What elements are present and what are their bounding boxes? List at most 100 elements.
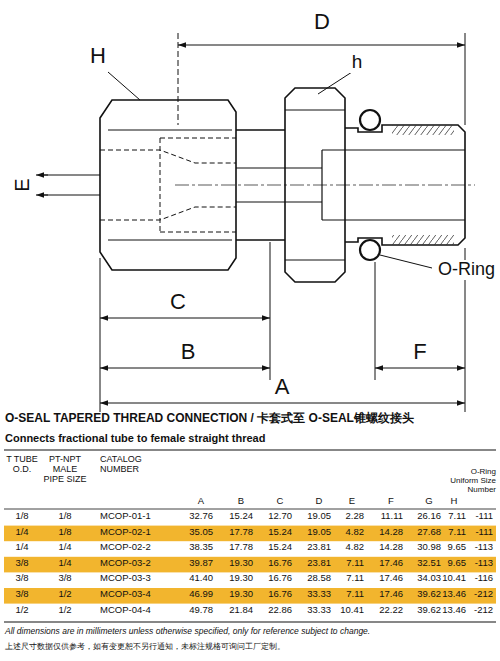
table-cell: 15.24 [268,527,292,537]
table-cell: 1/8 [58,527,71,537]
part-label: h [350,52,365,73]
table-cell: 17.46 [379,589,403,599]
table-cell: 9.65 [448,542,467,552]
table-cell: -111 [475,527,493,537]
table-header: CATALOG NUMBER [100,455,152,475]
table-cell: 10.41 [442,573,466,583]
table-cell: -212 [474,589,493,599]
table-cell: 17.46 [379,558,403,568]
table-cell: 14.28 [379,542,403,552]
table-cell: 7.11 [346,573,364,583]
table-cell: 39.62 [417,605,441,615]
part-label: O-Ring [436,260,497,280]
table-cell: 1/4 [58,542,71,552]
table-cell: 7.11 [346,589,364,599]
table-cell: 1/2 [58,605,71,615]
table-cell: MCOP-02-1 [100,527,151,537]
table-cell: 1/8 [15,511,28,521]
dimension-label: B [179,340,198,364]
table-cell: 19.30 [229,573,253,583]
table-cell: 16.76 [268,573,292,583]
table-cell: 7.11 [346,558,364,568]
table-cell: 7.11 [448,527,466,537]
table-cell: 21.84 [229,605,253,615]
table-header: E [349,496,355,506]
table-cell: 46.99 [189,589,213,599]
table-cell: MCOP-03-2 [100,558,151,568]
table-cell: 14.28 [379,527,403,537]
table-cell: -116 [475,573,493,583]
table-cell: 35.05 [189,527,213,537]
table-cell: 9.65 [448,558,467,568]
dimension-label: D [312,10,332,34]
row-highlight [4,526,496,604]
table-header: B [238,496,244,506]
table-cell: MCOP-03-3 [100,573,151,583]
table-cell: -111 [475,511,493,521]
table-cell: 41.40 [189,573,213,583]
footnote: All dimensions are in millimeters unless… [5,627,370,636]
part-label: H [88,44,108,68]
table-cell: 1/2 [15,605,28,615]
fitting-outline [40,88,475,282]
table-cell: 28.58 [307,573,331,583]
table-cell: MCOP-01-1 [100,511,151,521]
table-cell: -113 [475,558,493,568]
table-cell: MCOP-02-2 [100,542,151,552]
dimension-label: C [168,290,188,314]
table-cell: 30.98 [417,542,441,552]
table-header: A [198,496,204,506]
table-cell: 1/4 [15,542,28,552]
table-cell: 22.22 [379,605,403,615]
table-cell: 7.11 [448,511,466,521]
table-cell: 4.82 [346,542,365,552]
table-cell: 19.05 [307,527,331,537]
table-cell: 38.35 [189,542,213,552]
table-cell: -212 [474,605,493,615]
table-cell: 13.46 [442,589,466,599]
table-cell: MCOP-03-4 [100,589,151,599]
table-cell: 15.24 [268,542,292,552]
table-cell: MCOP-04-4 [100,605,151,615]
table-cell: 3/8 [15,589,28,599]
table-header: C [277,496,284,506]
table-cell: 11.11 [381,511,403,521]
table-header: T TUBE O.D. [4,455,40,475]
table-rules [4,450,496,622]
table-cell: 17.78 [229,527,253,537]
table-cell: 13.46 [442,605,466,615]
table-cell: 16.76 [268,589,292,599]
table-cell: 23.81 [307,558,331,568]
table-cell: 1/2 [58,589,71,599]
table-cell: 1/8 [58,511,71,521]
table-cell: 33.33 [307,589,331,599]
table-cell: 19.30 [229,589,253,599]
table-cell: 3/8 [15,573,28,583]
table-cell: -113 [475,542,493,552]
table-cell: 12.70 [268,511,292,521]
table-cell: 32.76 [189,511,213,521]
table-cell: 34.03 [417,573,441,583]
table-header: G [425,496,432,506]
dimension-label: A [273,375,292,399]
table-cell: 17.46 [379,573,403,583]
footnote: 上述尺寸数据仅供参考，如有变更恕不另行通知，未标注规格可询问工厂定制。 [5,643,285,652]
table-cell: 10.41 [340,605,364,615]
table-cell: 39.87 [189,558,213,568]
table-cell: 2.28 [346,511,365,521]
table-cell: 22.86 [268,605,292,615]
table-cell: 39.62 [417,589,441,599]
table-cell: 26.16 [417,511,441,521]
table-header: F [388,496,394,506]
table-cell: 16.76 [268,558,292,568]
table-cell: 17.78 [229,542,253,552]
table-cell: 19.30 [229,558,253,568]
table-cell: 33.33 [307,605,331,615]
table-header: O-Ring Uniform Size Number [444,468,496,494]
dimension-label: E [11,176,33,193]
table-cell: 3/8 [58,573,71,583]
table-header: D [316,496,323,506]
table-cell: 27.68 [417,527,441,537]
table-cell: 23.81 [307,542,331,552]
table-cell: 3/8 [15,558,28,568]
